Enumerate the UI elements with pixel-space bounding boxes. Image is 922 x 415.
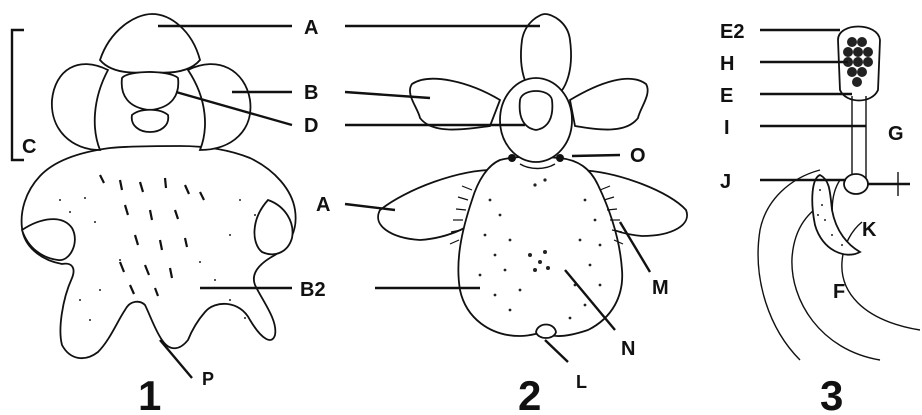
fig3-viscidium xyxy=(844,174,868,194)
label-o: O xyxy=(630,145,646,167)
label-n: N xyxy=(621,338,635,360)
label-e2: E2 xyxy=(720,21,744,43)
label-d: D xyxy=(304,115,318,137)
label-a-top: A xyxy=(304,17,318,39)
fig3-leaders xyxy=(760,30,910,184)
fig2-left-upper-petal xyxy=(410,79,500,130)
figure-3-section xyxy=(758,27,920,361)
fig2-right-upper-petal xyxy=(570,79,648,130)
fig1-left-petal xyxy=(52,64,108,150)
fig1-dorsal-sepal xyxy=(100,14,200,73)
figure-number-1: 1 xyxy=(138,372,161,415)
label-i: I xyxy=(724,117,730,139)
label-p: P xyxy=(202,369,214,389)
figure-2-flower xyxy=(378,14,687,338)
figure-number-3: 3 xyxy=(820,372,843,415)
label-f: F xyxy=(833,281,845,303)
fig1-left-lobe xyxy=(22,219,75,260)
figure-1-flower xyxy=(12,14,296,358)
fig3-outer-curve xyxy=(758,170,820,360)
figure-number-2: 2 xyxy=(518,372,541,415)
label-m: M xyxy=(652,277,669,299)
label-b: B xyxy=(304,82,318,104)
fig1-column xyxy=(122,72,179,110)
label-c: C xyxy=(22,136,36,158)
fig1-stigma xyxy=(132,110,169,132)
label-b2: B2 xyxy=(300,279,326,301)
label-l: L xyxy=(576,372,587,392)
label-h: H xyxy=(720,53,734,75)
fig3-inner-curve xyxy=(842,222,920,330)
label-g: G xyxy=(888,123,904,145)
fig1-right-petal xyxy=(188,64,250,150)
fig2-appendage xyxy=(536,325,556,339)
label-k: K xyxy=(862,219,877,241)
label-a-mid: A xyxy=(316,194,330,216)
label-e: E xyxy=(720,85,733,107)
label-j: J xyxy=(720,171,731,193)
fig2-eye-left xyxy=(508,154,516,162)
fig2-eye-right xyxy=(556,154,564,162)
